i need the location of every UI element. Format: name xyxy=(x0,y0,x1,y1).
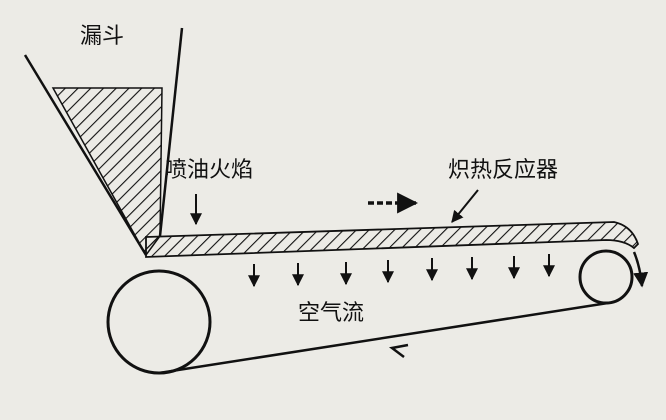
belt-return-path xyxy=(158,301,609,375)
air-flow-label: 空气流 xyxy=(298,301,365,326)
hopper-label: 漏斗 xyxy=(80,24,125,49)
belt-material-layer xyxy=(145,221,640,258)
air-flow-arrows xyxy=(248,254,555,288)
hot-reactor-label: 炽热反应器 xyxy=(448,158,559,183)
right-drum xyxy=(578,249,634,305)
left-drum xyxy=(106,269,212,375)
oil-flame-label: 喷油火焰 xyxy=(165,158,254,183)
hopper-funnel xyxy=(23,27,184,256)
hopper-material xyxy=(51,87,163,257)
discharge-arrow xyxy=(632,251,649,288)
belt-return-arrow xyxy=(388,343,409,358)
reactor-pointer-arrow xyxy=(451,189,479,223)
